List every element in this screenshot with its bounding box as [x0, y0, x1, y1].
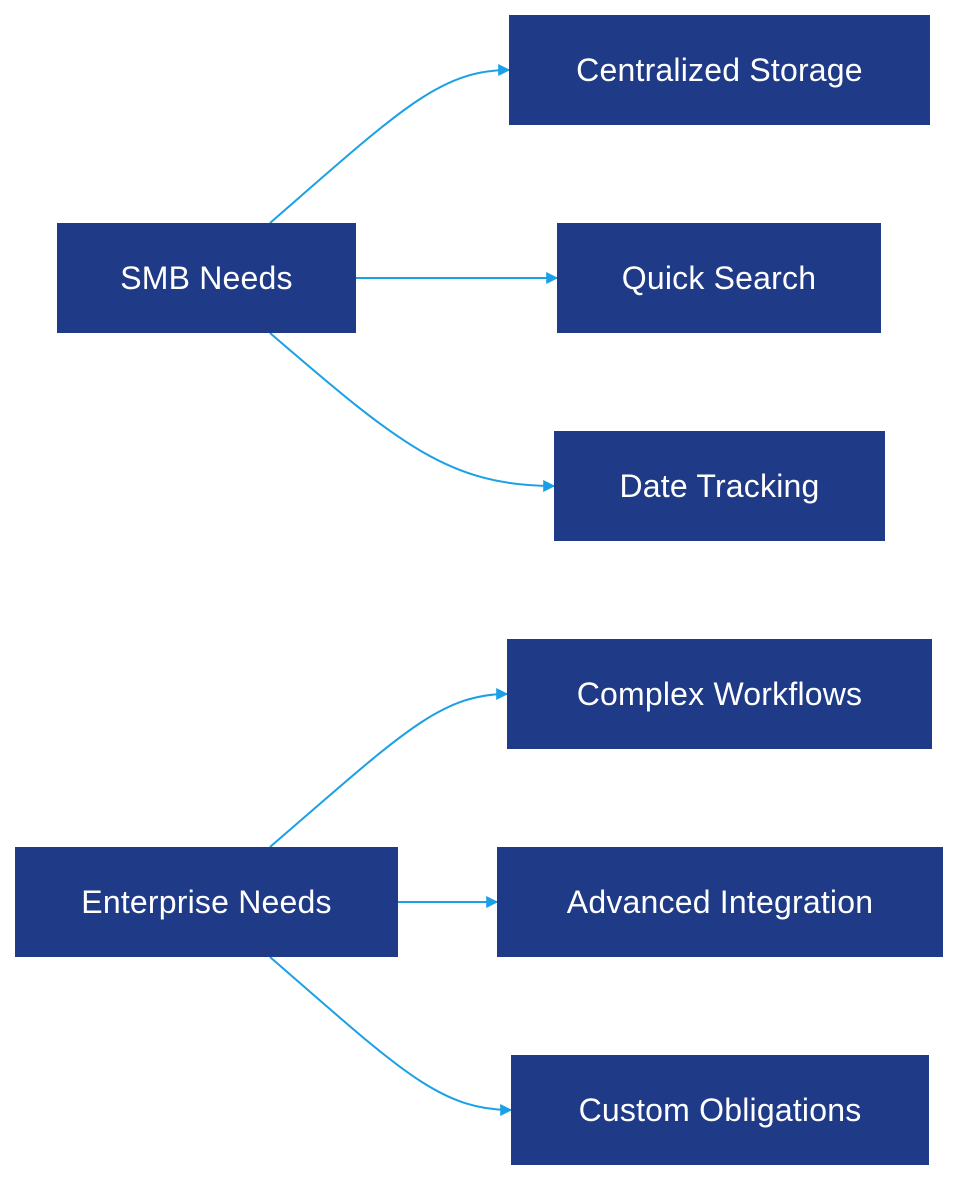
edge-smb-to-date-tracking — [269, 332, 556, 492]
node-enterprise-needs: Enterprise Needs — [15, 847, 398, 957]
node-enterprise-needs-label: Enterprise Needs — [81, 883, 332, 920]
node-advanced-integration-label: Advanced Integration — [566, 883, 874, 920]
node-smb-needs-label: SMB Needs — [120, 259, 293, 296]
node-advanced-integration: Advanced Integration — [497, 847, 943, 957]
edge-smb-to-centralized-storage — [269, 64, 511, 224]
edge-enterprise-to-complex-workflows — [269, 688, 509, 848]
node-date-tracking: Date Tracking — [554, 431, 885, 541]
node-complex-workflows-label: Complex Workflows — [576, 675, 863, 712]
node-custom-obligations: Custom Obligations — [511, 1055, 929, 1165]
node-centralized-storage: Centralized Storage — [509, 15, 930, 125]
edge-enterprise-to-custom-obligations — [269, 956, 513, 1116]
node-quick-search: Quick Search — [557, 223, 881, 333]
node-smb-needs: SMB Needs — [57, 223, 356, 333]
node-complex-workflows: Complex Workflows — [507, 639, 932, 749]
node-centralized-storage-label: Centralized Storage — [576, 51, 863, 88]
node-custom-obligations-label: Custom Obligations — [578, 1091, 862, 1128]
node-quick-search-label: Quick Search — [621, 259, 817, 296]
node-date-tracking-label: Date Tracking — [619, 467, 820, 504]
